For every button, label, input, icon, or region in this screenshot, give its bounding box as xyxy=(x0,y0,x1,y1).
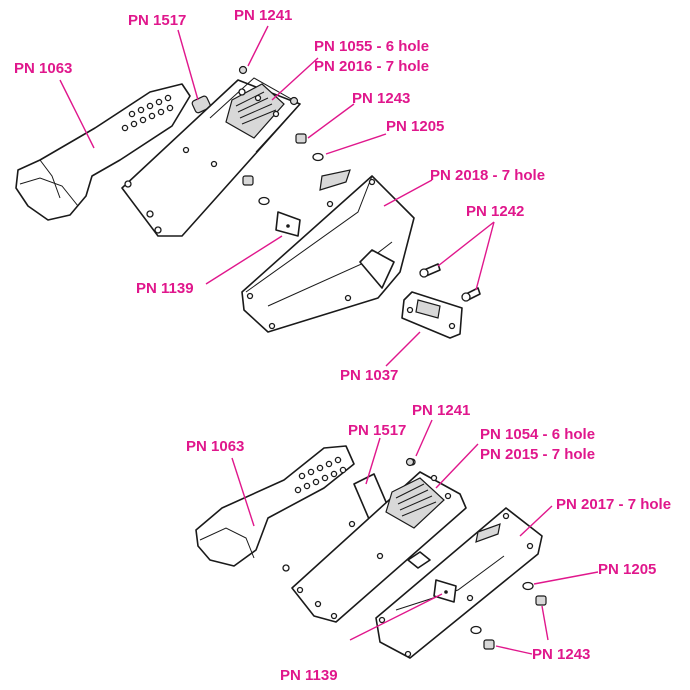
top-leader-lines xyxy=(59,25,495,367)
top-pins xyxy=(419,263,481,302)
label-bottom-pn1063: PN 1063 xyxy=(186,438,245,455)
top-clip-part xyxy=(275,211,301,237)
label-top-pn1139: PN 1139 xyxy=(136,280,194,297)
bottom-clip-part xyxy=(433,579,457,603)
top-assembly xyxy=(15,25,495,367)
top-grip-part xyxy=(15,83,191,221)
top-lower-plate-part xyxy=(241,169,415,333)
top-grip-holes xyxy=(121,94,174,132)
label-top-pn2016: PN 2016 - 7 hole xyxy=(314,58,430,75)
label-bottom-pn1241: PN 1241 xyxy=(412,402,471,419)
top-spacer-part xyxy=(191,95,211,114)
label-bottom-pn1205: PN 1205 xyxy=(598,561,657,578)
label-top-pn1055: PN 1055 - 6 hole xyxy=(314,38,430,55)
bottom-assembly xyxy=(195,419,599,659)
bottom-plate-part xyxy=(282,458,467,623)
bottom-hardware xyxy=(405,457,547,650)
top-plate-part xyxy=(121,77,301,237)
label-top-pn2018: PN 2018 - 7 hole xyxy=(430,167,546,184)
label-bottom-pn1243: PN 1243 xyxy=(532,646,591,663)
label-bottom-pn1139: PN 1139 xyxy=(280,667,338,684)
bottom-lower-plate-part xyxy=(375,507,543,659)
label-top-pn1205: PN 1205 xyxy=(386,118,445,135)
top-bracket-part xyxy=(401,291,463,339)
label-top-pn1242: PN 1242 xyxy=(466,203,525,220)
label-top-pn1243: PN 1243 xyxy=(352,90,411,107)
label-bottom-pn1517: PN 1517 xyxy=(348,422,407,439)
label-bottom-pn1054: PN 1054 - 6 hole xyxy=(480,426,596,443)
label-bottom-pn2017: PN 2017 - 7 hole xyxy=(556,496,672,513)
bottom-leader-lines xyxy=(231,419,599,655)
label-top-pn1063: PN 1063 xyxy=(14,60,73,77)
bottom-grip-part xyxy=(195,445,355,567)
label-top-pn1517: PN 1517 xyxy=(128,12,187,29)
bottom-grip-holes xyxy=(294,456,347,494)
label-bottom-pn2015: PN 2015 - 7 hole xyxy=(480,446,596,463)
top-hardware xyxy=(238,65,324,206)
label-top-pn1241: PN 1241 xyxy=(234,7,293,24)
label-top-pn1037: PN 1037 xyxy=(340,367,399,384)
